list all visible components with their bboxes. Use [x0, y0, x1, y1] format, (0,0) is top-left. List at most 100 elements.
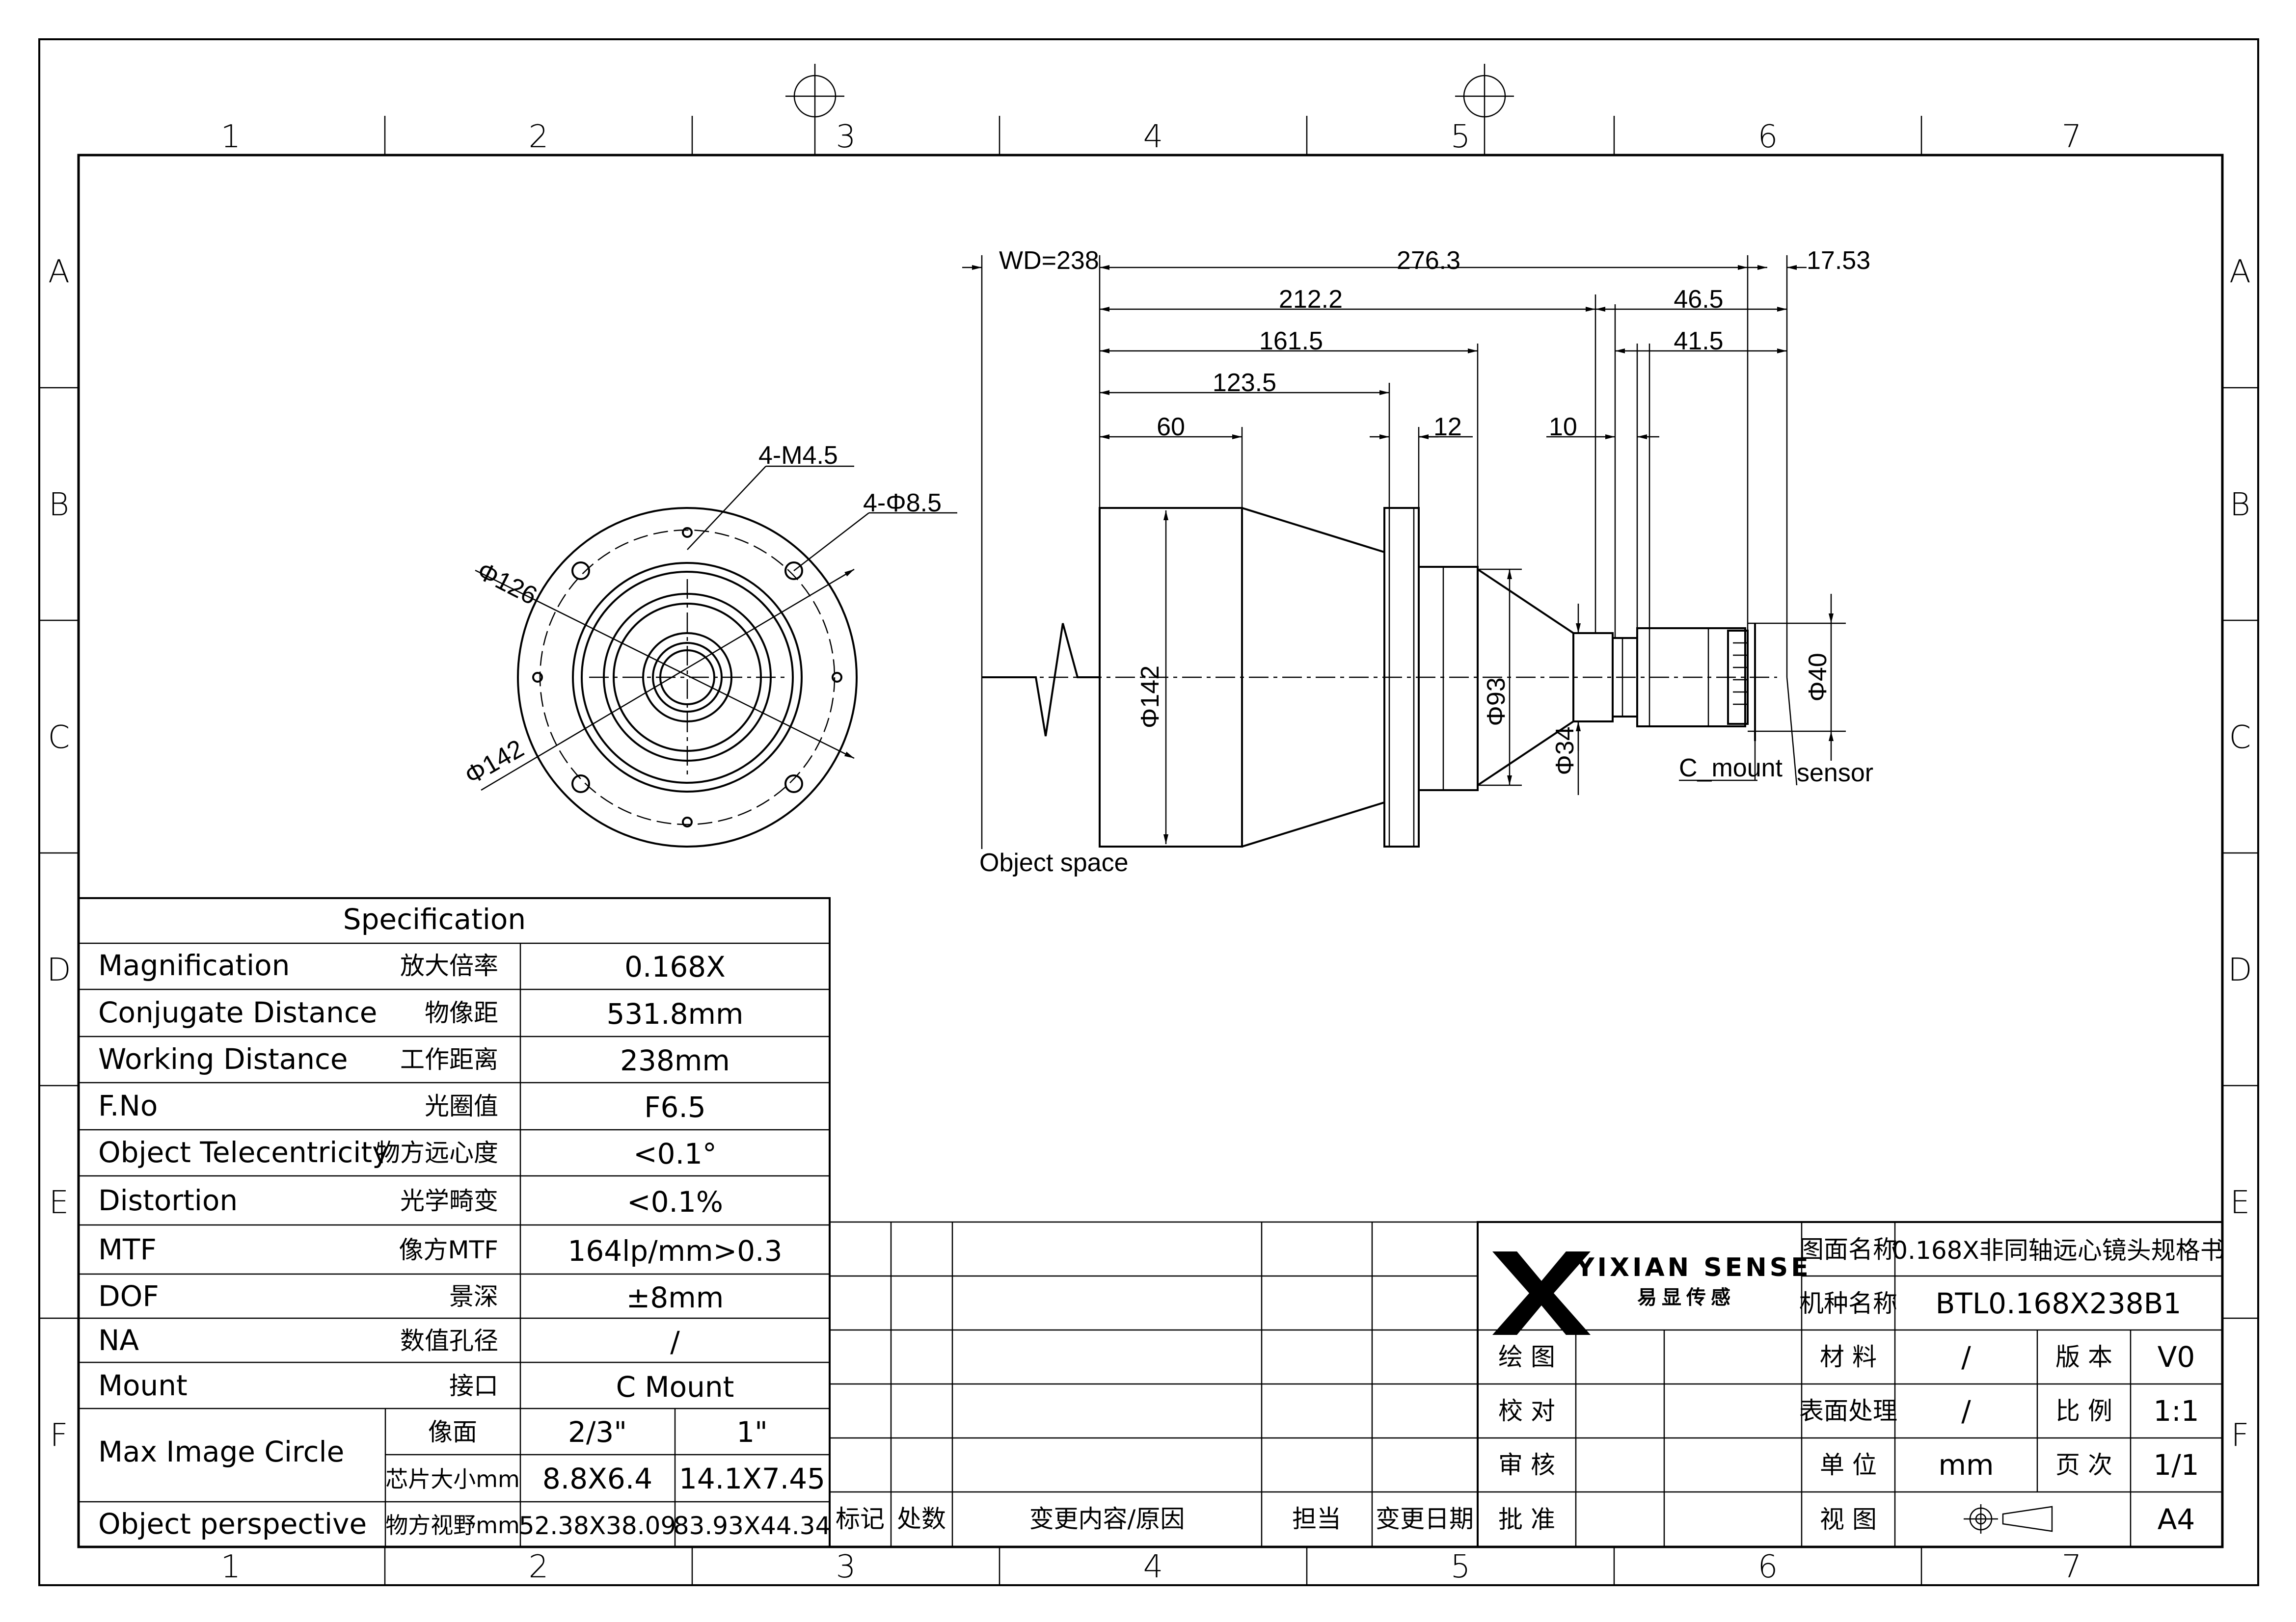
tb-view-label: 视 图: [1820, 1505, 1877, 1534]
zone-col-4-top: 4: [1143, 119, 1163, 155]
tb-version-label: 版 本: [2055, 1343, 2112, 1371]
revision-header-mark: 标记: [836, 1505, 885, 1533]
tb-size-value: A4: [2158, 1503, 2195, 1536]
object-perspective-cn: 物方视野mm: [385, 1512, 520, 1539]
spec-label-cn: 物方远心度: [376, 1139, 498, 1167]
dim-161-5: 161.5: [1259, 327, 1323, 355]
outer-border: [38, 38, 2259, 1586]
spec-value: 164lp/mm>0.3: [567, 1234, 782, 1268]
drawing-frame: 1 2 3 4 5 6 7 1 2 3 4 5 6 7 A B C D E F …: [38, 38, 2259, 1586]
spec-value: ±8mm: [626, 1281, 724, 1314]
spec-label-en: Working Distance: [98, 1042, 348, 1076]
spec-label-en: Conjugate Distance: [98, 996, 377, 1029]
brand-x-mark: [1492, 1251, 1591, 1335]
zone-col-5-bottom: 5: [1451, 1549, 1471, 1585]
spec-label-cn: 数值孔径: [400, 1327, 498, 1355]
spec-value: 238mm: [620, 1044, 730, 1077]
bolt-hole: [784, 774, 803, 793]
spec-label-en: MTF: [98, 1233, 157, 1266]
bolt-hole: [571, 774, 590, 793]
spec-label-en: NA: [98, 1324, 139, 1357]
spec-label-cn: 接口: [449, 1372, 498, 1400]
image-circle-v2a: 8.8X6.4: [542, 1462, 652, 1495]
dim-212-2: 212.2: [1279, 285, 1343, 314]
title-block: YIXIAN SENSE 易显传感 绘 图 校 对 审 核 批 准 图面名称 0…: [1477, 1221, 2225, 1548]
c-mount-label: C_mount: [1679, 754, 1783, 782]
object-space-label: Object space: [979, 849, 1129, 877]
centering-marks: [785, 64, 1514, 155]
hole-thread-label: 4-M4.5: [758, 441, 838, 470]
image-circle-sub2: 芯片大小mm: [385, 1466, 520, 1492]
tb-scale-label: 比 例: [2055, 1397, 2112, 1425]
dim-total-length: 276.3: [1397, 246, 1460, 275]
dim-17-53: 17.53: [1807, 246, 1870, 275]
dim-dia-93: Φ93: [1482, 677, 1511, 726]
tb-name-label: 图面名称: [1799, 1235, 1897, 1264]
zone-row-F-right: F: [2231, 1417, 2249, 1454]
tb-review-label: 审 核: [1498, 1451, 1555, 1479]
tb-surface-value: /: [1961, 1394, 1971, 1428]
zone-row-C-right: C: [2229, 719, 2251, 756]
zone-row-E-left: E: [49, 1185, 69, 1221]
dim-46-5: 46.5: [1674, 285, 1723, 314]
revision-header-date: 变更日期: [1376, 1505, 1474, 1533]
zone-row-D-left: D: [47, 952, 71, 988]
object-perspective-vb: 83.93X44.34: [674, 1512, 831, 1540]
tb-unit-value: mm: [1939, 1448, 1994, 1482]
spec-value: 0.168X: [624, 950, 726, 984]
spec-value: 531.8mm: [606, 997, 743, 1031]
tb-approve-label: 批 准: [1498, 1505, 1555, 1534]
zone-col-6-top: 6: [1758, 119, 1778, 155]
specification-table: Specification Magnification 放大倍率 0.168X …: [78, 897, 831, 1548]
brand-logo: YIXIAN SENSE 易显传感: [1492, 1251, 1811, 1335]
zone-col-1-top: 1: [221, 119, 241, 155]
top-zone-ticks: [39, 116, 2258, 1585]
zone-row-E-right: E: [2230, 1185, 2250, 1221]
tb-model-label: 机种名称: [1799, 1289, 1897, 1318]
revision-header-content: 变更内容/原因: [1029, 1505, 1185, 1533]
outer-flange-circle: [517, 507, 858, 848]
dim-12: 12: [1433, 413, 1462, 441]
zone-row-D-right: D: [2228, 952, 2252, 988]
zone-row-C-left: C: [48, 719, 70, 756]
spec-label-cn: 物像距: [425, 999, 498, 1027]
tb-name-value: 0.168X非同轴远心镜头规格书: [1892, 1236, 2224, 1265]
zone-col-2-top: 2: [529, 119, 549, 155]
spec-label-en: Mount: [98, 1369, 188, 1402]
object-perspective-label: Object perspective: [98, 1507, 367, 1541]
revision-header-count: 处数: [897, 1505, 946, 1533]
spec-label-en: Distortion: [98, 1184, 238, 1217]
image-circle-label: Max Image Circle: [98, 1435, 344, 1468]
dim-41-5: 41.5: [1674, 327, 1723, 355]
zone-row-A-right: A: [2229, 254, 2251, 290]
sensor-label: sensor: [1797, 759, 1873, 787]
zone-col-1-bottom: 1: [221, 1549, 241, 1585]
zone-col-7-bottom: 7: [2062, 1549, 2082, 1585]
spec-value: C Mount: [616, 1370, 734, 1404]
spec-label-cn: 放大倍率: [400, 952, 498, 980]
tb-page-value: 1/1: [2153, 1448, 2199, 1482]
dim-60: 60: [1157, 413, 1185, 441]
spec-label-cn: 景深: [449, 1282, 498, 1311]
brand-name-cn: 易显传感: [1637, 1286, 1735, 1309]
front-view: 4-M4.5 4-Φ8.5 Φ126 Φ142: [460, 441, 957, 848]
dim-dia-142: Φ142: [1136, 665, 1164, 728]
spec-value: <0.1%: [627, 1185, 723, 1219]
spec-label-cn: 像方MTF: [399, 1236, 498, 1264]
bolt-hole: [571, 561, 590, 580]
tb-surface-label: 表面处理: [1799, 1397, 1897, 1425]
extension-lines: [1099, 255, 1788, 677]
spec-value: <0.1°: [633, 1137, 717, 1170]
zone-col-2-bottom: 2: [529, 1549, 549, 1585]
break-symbol: [982, 623, 1100, 737]
tb-check-label: 校 对: [1498, 1397, 1555, 1425]
zone-col-3-top: 3: [836, 119, 856, 155]
zone-col-4-bottom: 4: [1143, 1549, 1163, 1585]
brand-name: YIXIAN SENSE: [1575, 1253, 1811, 1282]
image-circle-v2b: 14.1X7.45: [679, 1462, 825, 1495]
knurl-ring: [1733, 642, 1748, 705]
spec-label-cn: 光学畸变: [400, 1187, 498, 1215]
hole-bore-label: 4-Φ8.5: [863, 489, 942, 517]
revision-header-person: 担当: [1292, 1505, 1341, 1533]
